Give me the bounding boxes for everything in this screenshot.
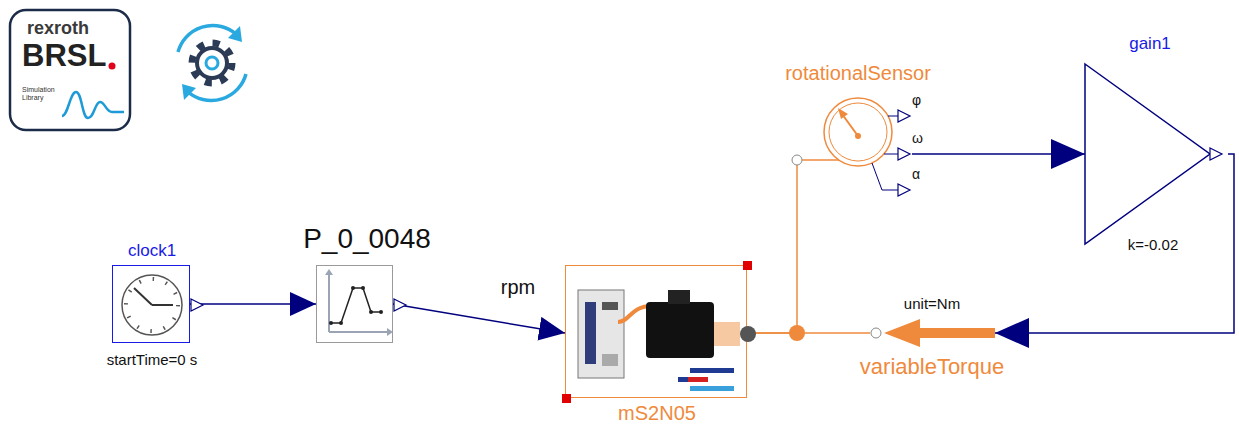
sensor-block: rotationalSensor (790, 96, 912, 200)
flange-line (747, 332, 870, 334)
block-name: clock1 (128, 241, 176, 261)
block-icon (870, 318, 995, 348)
logo-subtext: Simulation Library (22, 86, 62, 102)
block-icon (566, 266, 748, 399)
servo-drive-block: mS2N05 (565, 265, 747, 398)
block-name: rotationalSensor (785, 62, 931, 85)
parameter-text: unit=Nm (904, 295, 960, 312)
logo-dot (109, 63, 116, 70)
signal-line (393, 304, 565, 333)
block-icon (1085, 64, 1228, 244)
logo-text: BRSL (22, 38, 106, 74)
pin-name: ω (912, 130, 923, 146)
logo-text: rexroth (27, 18, 89, 39)
flange-line (747, 200, 797, 333)
block-name: variableTorque (860, 354, 1004, 379)
block-icon (113, 266, 191, 344)
gear-icon (178, 25, 246, 100)
block-icon (317, 266, 394, 344)
gain-block: gain1k=-0.02 (1085, 64, 1228, 244)
block-icon (790, 96, 912, 200)
torque-block: unit=NmvariableTorque (870, 318, 995, 348)
block-name: P_0_0048 (303, 223, 431, 255)
block-name: mS2N05 (618, 402, 696, 425)
signal-line (190, 303, 316, 305)
pin-name: α (912, 166, 920, 182)
parameter-text: startTime=0 s (107, 351, 198, 368)
block-name: gain1 (1129, 34, 1171, 54)
table-block: P_0_0048 (316, 265, 393, 343)
parameter-text: k=-0.02 (1128, 236, 1178, 253)
logo-frame (10, 10, 130, 130)
logo-wave (62, 92, 124, 118)
clock-block: clock1startTime=0 s (112, 265, 190, 343)
pin-name: φ (912, 92, 921, 108)
signal-name: rpm (501, 276, 535, 299)
signal-line (912, 153, 1085, 155)
